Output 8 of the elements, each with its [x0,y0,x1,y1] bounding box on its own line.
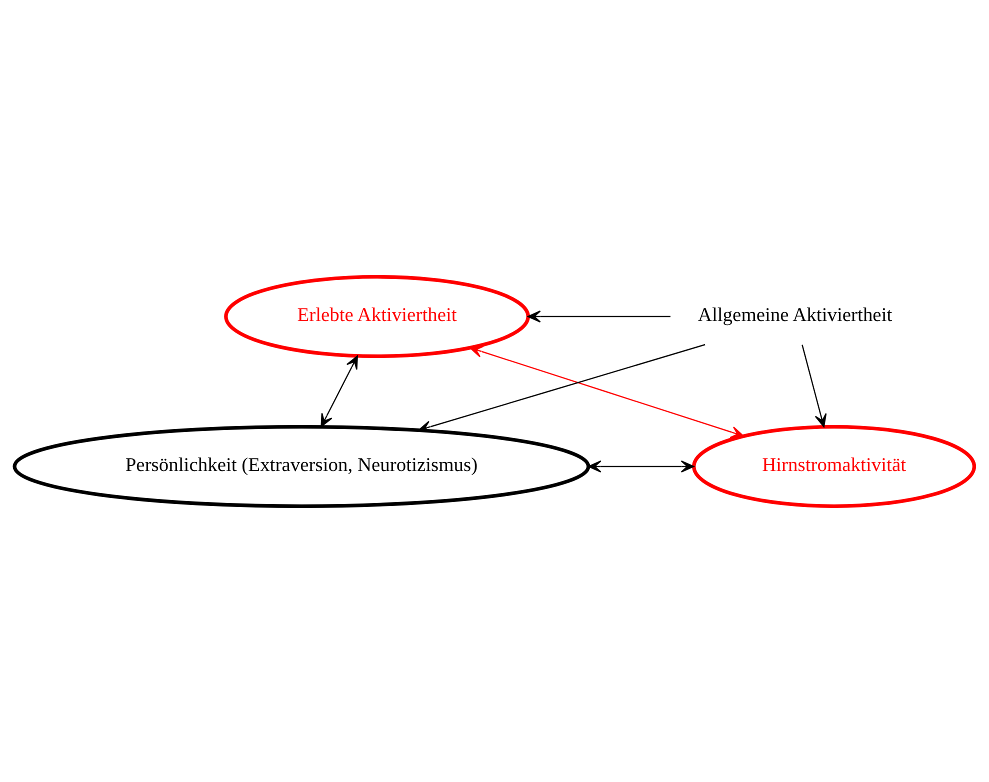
node-text: Allgemeine Aktiviertheit [698,304,892,326]
node-ellipse: Persönlichkeit (Extraversion, Neurotizismus) [12,424,590,508]
arrow [469,345,744,438]
arrow [588,460,694,472]
arrow [802,344,827,427]
arrow [418,344,706,432]
arrow [527,310,670,322]
arrow [320,355,358,427]
